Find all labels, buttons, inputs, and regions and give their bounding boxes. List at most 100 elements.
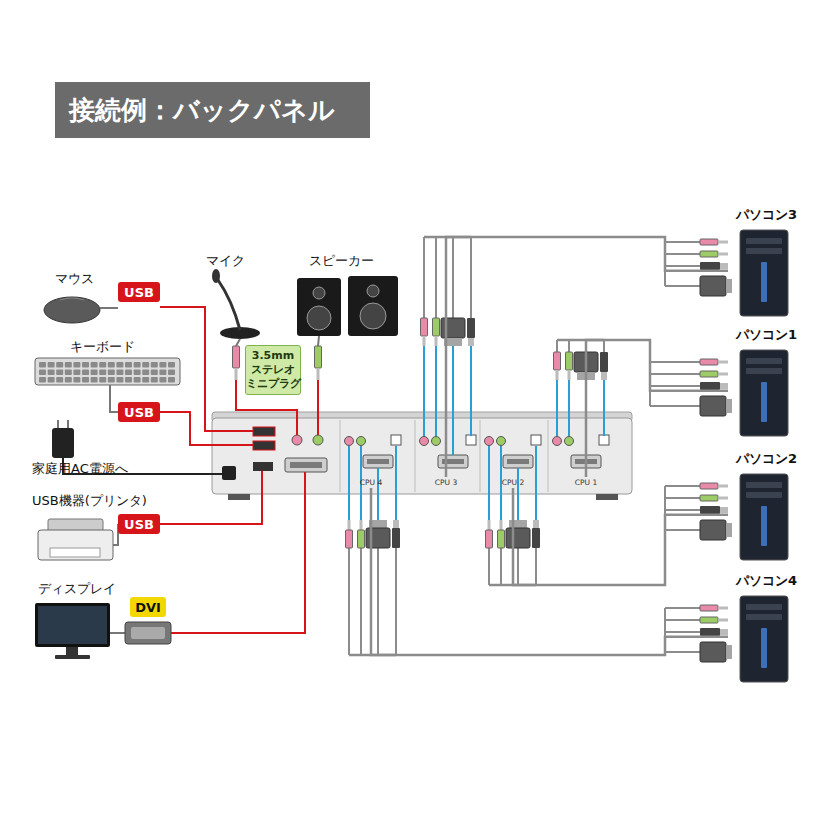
- pc-case: [740, 474, 788, 560]
- keyboard-key: [65, 377, 72, 383]
- keyboard-key: [82, 370, 89, 376]
- audio-plug-tip: [423, 336, 426, 346]
- cable: [665, 485, 700, 487]
- keyboard-key: [91, 362, 98, 368]
- cable: [100, 307, 118, 309]
- keyboard-key: [125, 370, 132, 376]
- usb-plug: [467, 318, 475, 338]
- node-text: CPU 1: [556, 477, 616, 488]
- keyboard-key: [134, 370, 141, 376]
- audio-cable: [317, 380, 319, 435]
- node-text: CPU 4: [346, 477, 396, 488]
- dvi-port-pins: [290, 462, 322, 468]
- dvi-plug-face: [726, 523, 732, 537]
- pc-light-bar: [761, 628, 767, 668]
- keyboard-key: [151, 370, 158, 376]
- usb-plug: [700, 382, 720, 390]
- mic-stem: [218, 280, 240, 330]
- dvi-badge: DVI: [130, 597, 166, 617]
- keyboard-key: [48, 370, 55, 376]
- keyboard-key: [91, 370, 98, 376]
- title-banner: 接続例：バックパネル: [55, 82, 370, 138]
- display-screen: [38, 606, 107, 644]
- audio-plug-tip: [718, 241, 728, 244]
- audio-plug-tip: [235, 368, 238, 380]
- keyboard-key: [108, 370, 115, 376]
- panel-divider: [548, 420, 549, 492]
- device-label: 家庭用AC電源へ: [32, 460, 128, 478]
- keyboard-key: [151, 377, 158, 383]
- speaker-woofer: [307, 306, 331, 330]
- audio-plug-tip: [348, 520, 351, 530]
- usb-port: [253, 441, 275, 450]
- keyboard-key: [159, 370, 166, 376]
- pc-drive-bay: [746, 604, 782, 610]
- dvi-plug-face: [726, 645, 732, 659]
- keyboard-key: [134, 362, 141, 368]
- port-label: CPU 2: [487, 477, 539, 488]
- usb-plug-tip: [601, 372, 607, 380]
- adapter-prong: [58, 420, 68, 428]
- panel-divider: [480, 420, 481, 492]
- dvi-plug: [366, 528, 390, 548]
- usb-plug: [532, 528, 540, 548]
- cable-bundle: [446, 237, 728, 477]
- node-text: USB: [124, 285, 154, 300]
- audio-plug-tip: [718, 497, 728, 500]
- printer-icon: [38, 530, 113, 560]
- cable: [452, 237, 454, 318]
- pc-case: [740, 596, 788, 682]
- cable: [110, 632, 125, 634]
- cable: [665, 497, 700, 499]
- usb-plug-tip: [393, 520, 399, 528]
- cable: [665, 265, 700, 267]
- keyboard-key: [168, 370, 175, 376]
- audio-plug: [700, 251, 718, 257]
- pc-drive-bay: [746, 614, 782, 620]
- keyboard-key: [159, 362, 166, 368]
- pc-drive-bay: [746, 248, 782, 254]
- mouse-icon: [44, 297, 100, 323]
- cable: [435, 346, 437, 436]
- cable: [603, 380, 605, 436]
- ac-adapter-icon: [52, 428, 74, 458]
- keyboard-key: [48, 362, 55, 368]
- cable: [650, 361, 700, 363]
- cable: [360, 548, 362, 655]
- display-icon: [35, 603, 110, 647]
- audio-plug-tip: [500, 520, 503, 530]
- cable: [517, 468, 519, 520]
- cable: [452, 346, 454, 455]
- node-text: パソコン3: [728, 206, 800, 224]
- pc-drive-bay: [746, 482, 782, 488]
- keyboard-key: [99, 377, 106, 383]
- audio-plug-tip: [360, 520, 363, 530]
- port-label: CPU 4: [346, 477, 396, 488]
- dvi-port-pins: [507, 459, 529, 464]
- speaker-icon: [348, 276, 398, 336]
- keyboard-key: [168, 377, 175, 383]
- dvi-plug: [506, 528, 530, 548]
- keyboard-key: [56, 377, 63, 383]
- keyboard-key: [108, 377, 115, 383]
- dvi-port: [438, 455, 468, 468]
- cable: [348, 446, 350, 520]
- pc-tower: パソコン2: [728, 450, 800, 558]
- cable: [556, 340, 558, 352]
- pc-case: [740, 230, 788, 316]
- dvi-plug: [700, 642, 726, 662]
- cable: [377, 548, 379, 655]
- cable: [665, 607, 700, 609]
- panel-divider: [340, 420, 341, 492]
- speaker-jack: [497, 437, 506, 446]
- audio-plug-tip: [718, 361, 728, 364]
- audio-plug-tip: [568, 370, 571, 380]
- cable: [435, 237, 437, 318]
- usb-b-port: [531, 435, 541, 445]
- mouse-detail: [60, 298, 84, 300]
- cable: [665, 241, 700, 243]
- keyboard-key: [142, 377, 149, 383]
- cable: [650, 385, 700, 387]
- dvi-plug-face: [726, 399, 732, 413]
